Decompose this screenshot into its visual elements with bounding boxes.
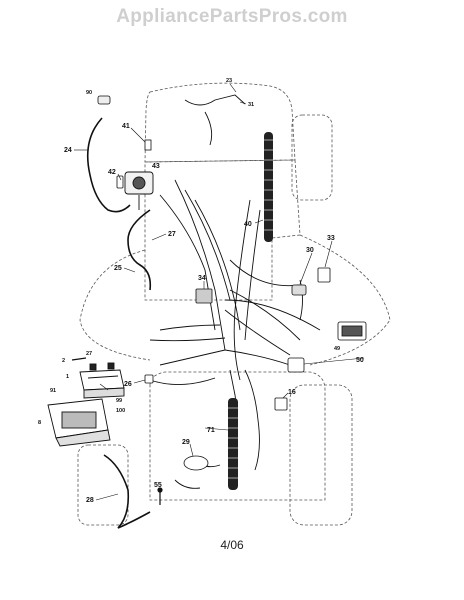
connector-26: [144, 374, 154, 384]
cable-28: [103, 454, 151, 529]
callout-40: 40: [244, 221, 252, 228]
battery-tray-8: [47, 398, 111, 447]
switch-33: [317, 267, 331, 283]
callout-42: 42: [108, 169, 116, 176]
battery-1: [79, 362, 125, 399]
cable-24: [86, 117, 131, 213]
callout-8: 8: [38, 420, 41, 426]
callout-99: 99: [116, 398, 122, 404]
callout-34: 34: [198, 275, 206, 282]
bolt-55: [157, 487, 163, 505]
relay-34: [195, 288, 213, 304]
connector-50: [287, 357, 305, 373]
fuse-42: [116, 175, 124, 189]
switch-41: [144, 139, 152, 151]
callout-41: 41: [122, 123, 130, 130]
callout-numbers: 23 31 90 41 24 42 43 40 27 25 30 33 34 2…: [38, 78, 364, 504]
callout-33: 33: [327, 235, 335, 242]
callout-49: 49: [334, 346, 340, 352]
callout-43: 43: [152, 163, 160, 170]
callout-1: 1: [66, 374, 69, 380]
callout-27-top: 27: [168, 231, 176, 238]
cable-25: [127, 209, 152, 291]
callout-30: 30: [306, 247, 314, 254]
callout-91: 91: [50, 388, 56, 394]
callout-55: 55: [154, 482, 162, 489]
callout-26: 26: [124, 381, 132, 388]
callout-50: 50: [356, 357, 364, 364]
callout-29: 29: [182, 439, 190, 446]
callout-27-battery: 27: [86, 351, 92, 357]
revision-date: 4/06: [220, 538, 244, 552]
leader-lines: [74, 83, 365, 501]
callout-31: 31: [248, 102, 254, 108]
terminal-90: [97, 95, 111, 105]
callout-23: 23: [226, 78, 232, 84]
callout-16: 16: [288, 389, 296, 396]
conduit-71: [228, 398, 238, 490]
switch-16: [274, 397, 288, 411]
module-49: [337, 321, 367, 341]
callout-90: 90: [86, 90, 92, 96]
connector-30: [291, 284, 307, 296]
callout-24: 24: [64, 147, 72, 154]
switch-29: [183, 455, 209, 471]
callout-28: 28: [86, 497, 94, 504]
solenoid-43: [124, 171, 154, 210]
watermark-text: AppliancePartsPros.com: [116, 6, 348, 27]
callout-100: 100: [116, 408, 125, 414]
bolt-2: [71, 357, 87, 361]
callout-2: 2: [62, 358, 65, 364]
callout-71: 71: [207, 427, 215, 434]
conduit-40: [264, 132, 273, 242]
callout-25: 25: [114, 265, 122, 272]
